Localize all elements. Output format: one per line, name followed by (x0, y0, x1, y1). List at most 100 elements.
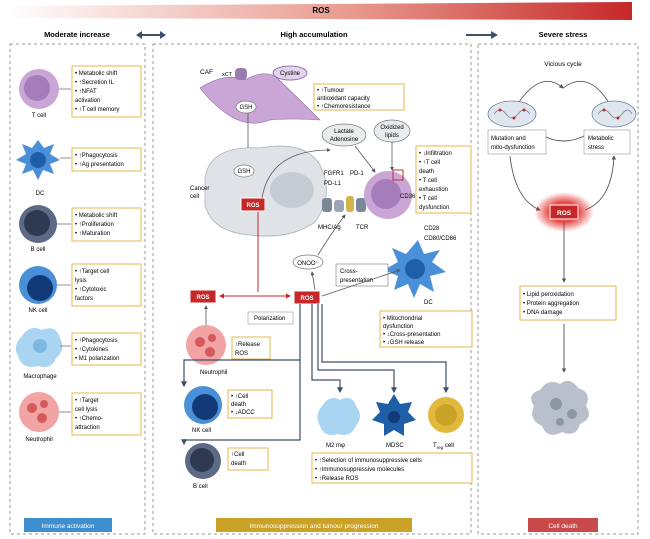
dc-effects-box (71, 147, 142, 172)
oxidized-lipids-label: lipids (385, 133, 399, 139)
col-severe-title: Severe stress (539, 30, 588, 39)
t-cell-label: T cell (32, 113, 46, 119)
metabolic-stress-label: Metabolic (588, 136, 614, 142)
b-cell-effects-box (71, 207, 142, 242)
macrophage-effects-box (71, 332, 142, 366)
dc-middle-effects-box (379, 310, 473, 348)
mutation-box (487, 129, 547, 155)
neutrophil-middle-effect: ↑Release (235, 342, 261, 348)
ros-header-label: ROS (312, 6, 330, 15)
lactate-label: Adenosine (330, 137, 359, 143)
ros-cancer-box (240, 197, 266, 212)
cross-presentation-box (335, 263, 389, 287)
xct-label: xCT (222, 72, 233, 78)
ros-center-label: ROS (300, 296, 313, 302)
lipid-droplet-icon (392, 169, 404, 181)
right-arrow-icon (466, 31, 498, 39)
caf-effect: antioxidant capacity (317, 96, 370, 102)
b-middle-effect-box (227, 447, 269, 471)
severe-effect: • Lipid peroxidation (523, 292, 574, 298)
b-cell-effect: • ↑Proliferation (75, 222, 114, 228)
tcell-effect: • ↑T cell (419, 160, 440, 166)
nk-cell-effect: factors (75, 296, 93, 302)
neutrophil-middle-icon (186, 325, 226, 365)
suppressive-effect: • ↑Immunosuppressive molecules (315, 467, 404, 473)
dc-middle-label: DC (424, 300, 433, 306)
pdl1-label: PD-L1 (324, 181, 342, 187)
treg-label: Treg cell (433, 443, 454, 450)
fgfr1-label: FGFR1 (324, 171, 344, 177)
t-cell-effects-box (71, 65, 142, 118)
cd36-label: CD36 (400, 194, 416, 200)
mitochondria-icon (591, 100, 637, 128)
severe-effect: • DNA damage (523, 310, 563, 316)
pd1-label: PD-1 (350, 171, 364, 177)
gsh-caf-oval (235, 100, 257, 114)
footer-death-label: Cell death (548, 523, 578, 530)
caf-cell (199, 73, 321, 124)
panel-severe (477, 43, 639, 535)
neutrophil-effect: cell lysis (75, 407, 97, 413)
cd80-label: CD80/CD86 (424, 236, 457, 242)
tcell-effect: • T cell (419, 178, 437, 184)
dc-middle-icon (384, 240, 446, 298)
tcell-effect: • ↓Infiltration (419, 151, 452, 157)
cd28-label: CD28 (424, 226, 440, 232)
nk-cell-effect: • ↑Cytotoxic (75, 287, 106, 293)
col-high-title: High accumulation (280, 30, 348, 39)
onoo-oval (292, 254, 324, 270)
nk-middle-label: NK cell (192, 428, 211, 434)
neutrophil-label: Neutrophil (25, 437, 52, 443)
dc-middle-effect: • Mitochondrial (383, 316, 422, 322)
xct-transporter-icon (235, 68, 247, 80)
nk-cell-label: NK cell (28, 308, 47, 314)
gsh-cancer-oval (233, 164, 255, 178)
severe-effect: • Protein aggregation (523, 301, 579, 307)
ros-gradient-bar (8, 2, 632, 20)
macrophage-effect: • ↑Cytokines (75, 347, 108, 353)
ros-left-label: ROS (196, 295, 209, 301)
dc-icon (16, 140, 60, 180)
oxidized-lipids-label: Oxidized (380, 125, 403, 131)
gsh-cancer-label: GSH (237, 169, 250, 175)
t-cell-icon (19, 69, 59, 109)
lactate-label: Lactate (334, 129, 354, 135)
macrophage-effect: • ↑Phagocytosis (75, 338, 117, 344)
dc-effect: • ↑Phagocytosis (75, 153, 117, 159)
panel-moderate (9, 43, 146, 535)
tcell-effect: exhaustion (419, 187, 448, 193)
nk-middle-effect: death (231, 402, 246, 408)
cancer-nucleus (270, 172, 314, 208)
dc-middle-effect: • ↓GSH release (383, 340, 425, 346)
nk-middle-effect: • ↑Cell (231, 394, 248, 400)
panel-high (152, 43, 472, 535)
b-cell-icon (19, 205, 57, 243)
dc-middle-effect: dysfunction (383, 324, 413, 330)
caf-effect: • ↑Tumour (317, 88, 344, 94)
tcell-effect: • T cell (419, 196, 437, 202)
m2-macrophage-icon (317, 398, 360, 435)
b-cell-effect: • Metabolic shift (75, 213, 117, 219)
receptor-cluster-icon (322, 196, 366, 212)
mdsc-label: MDSC (386, 443, 404, 449)
metabolic-stress-box (583, 129, 631, 155)
neutrophil-middle-effect: ROS (235, 351, 248, 357)
suppressive-effects-box (311, 452, 473, 484)
suppressive-effect: • ↑Release ROS (315, 476, 358, 482)
onoo-label: ONOO⁻ (297, 261, 319, 267)
b-cell-label: B cell (31, 247, 46, 253)
t-cell-effect: activation (75, 98, 100, 104)
metabolic-stress-label: stress (588, 145, 604, 151)
macrophage-effect: • M1 polarization (75, 356, 119, 362)
m2-label: M2 mφ (326, 443, 345, 449)
dc-effect: • ↑Ag presentation (75, 162, 124, 168)
col-moderate-title: Moderate increase (44, 30, 110, 39)
tcell-effect: dysfunction (419, 205, 449, 211)
ros-severe-box (549, 204, 579, 220)
ros-cancer-label: ROS (246, 203, 259, 209)
ros-severe-label: ROS (557, 210, 572, 217)
gsh-caf-label: GSH (239, 105, 252, 111)
caf-effect: • ↑Chemoresistance (317, 104, 371, 110)
b-middle-label: B cell (193, 484, 208, 490)
